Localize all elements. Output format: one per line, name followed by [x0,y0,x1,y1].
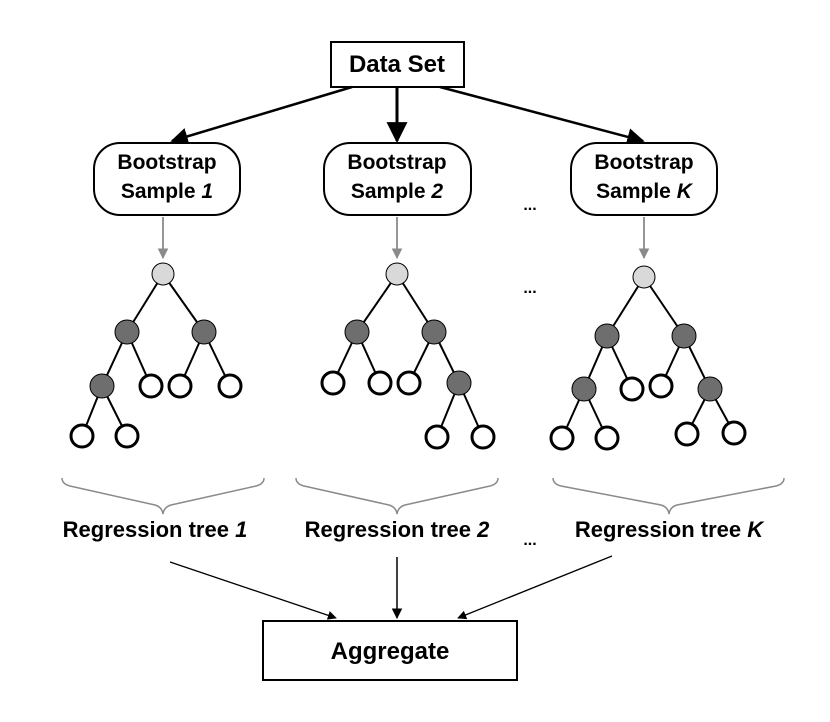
tree-2-leaf-node [396,370,422,396]
tree-k-leaf-node [619,376,645,402]
tree-1-leaf-node [114,423,140,449]
bootstrap-k-line2: Sample K [596,180,694,203]
tree-2-label-prefix: Regression tree [305,517,477,542]
tree-1-leaf-node [138,373,164,399]
bootstrap-2-line1: Bootstrap [347,151,446,174]
tree-1-leaf-node [217,373,243,399]
regression-tree-2-label: Regression tree 2 [305,517,490,542]
regression-tree-k-label: Regression tree K [575,517,765,542]
regression-tree-1-graph [69,262,243,449]
tree-k-label-prefix: Regression tree [575,517,747,542]
bootstrap-2-line2: Sample 2 [351,180,444,203]
bootstrap-1-index: 1 [201,180,213,203]
tree-2-leaf-node [424,424,450,450]
bootstrap-2-prefix: Sample [351,180,432,203]
tree-k-internal-node [671,323,697,349]
ellipsis-labels: ... [523,532,536,549]
bootstrap-sample-1: Bootstrap Sample 1 [93,142,241,216]
tree-1-label-index: 1 [235,517,247,542]
bootstrap-sample-k: Bootstrap Sample K [570,142,718,216]
dataset-box: Data Set [330,41,465,88]
bootstrap-1-line1: Bootstrap [117,151,216,174]
bootstrap-2-index: 2 [430,180,443,203]
regression-tree-1-label: Regression tree 1 [63,517,248,542]
tree-k-leaf-node [674,421,700,447]
tree-k-internal-node [571,376,597,402]
bootstrap-sample-2: Bootstrap Sample 2 [323,142,472,216]
aggregate-box: Aggregate [262,620,518,681]
tree-k-label-index: K [747,517,765,542]
arrow-dataset-to-bootstrap-k [439,85,645,146]
tree-2-internal-node [344,319,370,345]
tree-1-internal-node [89,373,115,399]
bootstrap-1-prefix: Sample [121,180,202,203]
tree-2-edges [332,273,484,438]
dataset-label: Data Set [349,51,445,78]
tree-k-leaf-node [721,420,747,446]
ellipsis-trees: ... [523,280,536,297]
tree-k-leaf-node [594,425,620,451]
tree-2-leaf-node [470,424,496,450]
regression-tree-k-graph [549,265,747,451]
bootstrap-k-line1: Bootstrap [594,151,693,174]
bootstrap-k-prefix: Sample [596,180,677,203]
tree-2-internal-node [446,370,472,396]
regression-tree-2-graph [320,262,496,450]
arrow-dataset-to-bootstrap-1 [170,85,353,145]
tree-1-leaf-node [69,423,95,449]
brace-tree-k [552,477,785,515]
brace-tree-2 [295,477,499,515]
tree-1-root-node [151,262,175,286]
tree-k-internal-node [594,323,620,349]
arrow-tree-1-to-aggregate [169,561,337,620]
brace-tree-1 [61,477,265,515]
ellipsis-bootstrap: ... [523,197,536,214]
tree-2-leaf-node [367,370,393,396]
tree-1-edges [81,273,231,437]
tree-2-label-index: 2 [476,517,490,542]
tree-k-leaf-node [648,373,674,399]
tree-k-edges [561,276,735,439]
bootstrap-1-line2: Sample 1 [121,180,213,203]
tree-1-label-prefix: Regression tree [63,517,235,542]
tree-2-internal-node [421,319,447,345]
tree-k-root-node [632,265,656,289]
tree-1-internal-node [191,319,217,345]
arrow-tree-k-to-aggregate [457,555,613,620]
tree-2-root-node [385,262,409,286]
aggregate-label: Aggregate [331,638,450,665]
tree-1-leaf-node [167,373,193,399]
tree-k-internal-node [697,376,723,402]
tree-k-leaf-node [549,425,575,451]
tree-2-leaf-node [320,370,346,396]
bootstrap-k-index: K [677,180,694,203]
tree-1-internal-node [114,319,140,345]
